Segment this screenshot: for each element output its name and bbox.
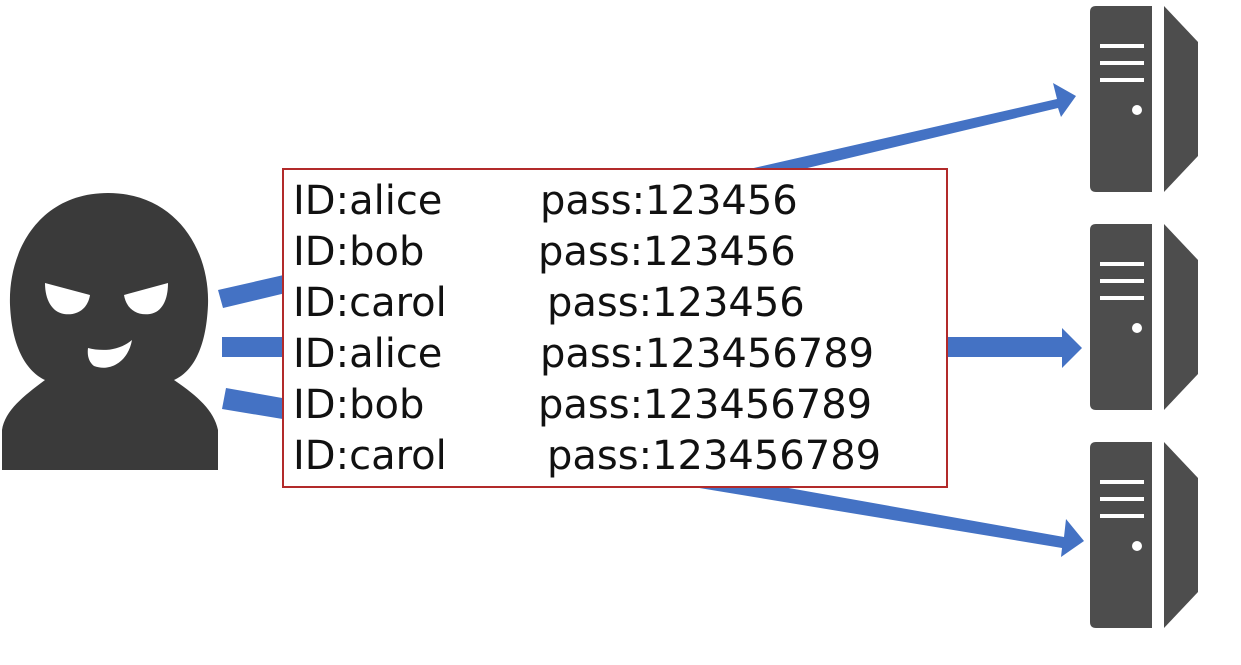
credential-id: ID:bob <box>293 382 425 428</box>
server-drive-slot <box>1100 279 1144 283</box>
server-side-panel <box>1164 442 1198 628</box>
credential-id: ID:bob <box>293 229 425 275</box>
credential-password: pass:123456 <box>547 280 805 326</box>
credential-row: ID:carol pass:123456789 <box>284 431 946 482</box>
server-drive-slot <box>1100 480 1144 484</box>
server-tower-icon <box>1090 442 1198 628</box>
credential-id: ID:alice <box>293 178 443 224</box>
server-front-panel <box>1090 224 1152 410</box>
credential-row: ID:carol pass:123456 <box>284 278 946 329</box>
credential-password: pass:123456 <box>538 229 796 275</box>
credential-id: ID:carol <box>293 433 447 479</box>
credential-id: ID:carol <box>293 280 447 326</box>
attacker-right-eye <box>124 283 168 315</box>
server-power-led <box>1132 541 1142 551</box>
server-tower-icon <box>1090 224 1198 410</box>
credential-row: ID:alice pass:123456 <box>284 176 946 227</box>
credential-password: pass:123456789 <box>547 433 882 479</box>
server-side-panel <box>1164 224 1198 410</box>
servers <box>1090 6 1198 628</box>
attacker-silhouette <box>2 193 218 470</box>
server-power-led <box>1132 323 1142 333</box>
server-power-led <box>1132 105 1142 115</box>
server-tower-icon <box>1090 6 1198 192</box>
server-drive-slot <box>1100 262 1144 266</box>
server-drive-slot <box>1100 61 1144 65</box>
credential-password: pass:123456789 <box>538 382 873 428</box>
credential-row: ID:bob pass:123456 <box>284 227 946 278</box>
credential-id: ID:alice <box>293 331 443 377</box>
server-front-panel <box>1090 6 1152 192</box>
credential-password: pass:123456789 <box>540 331 875 377</box>
server-drive-slot <box>1100 78 1144 82</box>
server-front-panel <box>1090 442 1152 628</box>
credential-row: ID:bob pass:123456789 <box>284 380 946 431</box>
server-drive-slot <box>1100 296 1144 300</box>
server-drive-slot <box>1100 44 1144 48</box>
server-side-panel <box>1164 6 1198 192</box>
server-drive-slot <box>1100 514 1144 518</box>
attacker-grin <box>87 340 132 368</box>
credential-row: ID:alice pass:123456789 <box>284 329 946 380</box>
attacker-left-eye <box>45 283 90 315</box>
masked-attacker-icon <box>2 193 218 470</box>
credential-password: pass:123456 <box>540 178 798 224</box>
server-drive-slot <box>1100 497 1144 501</box>
